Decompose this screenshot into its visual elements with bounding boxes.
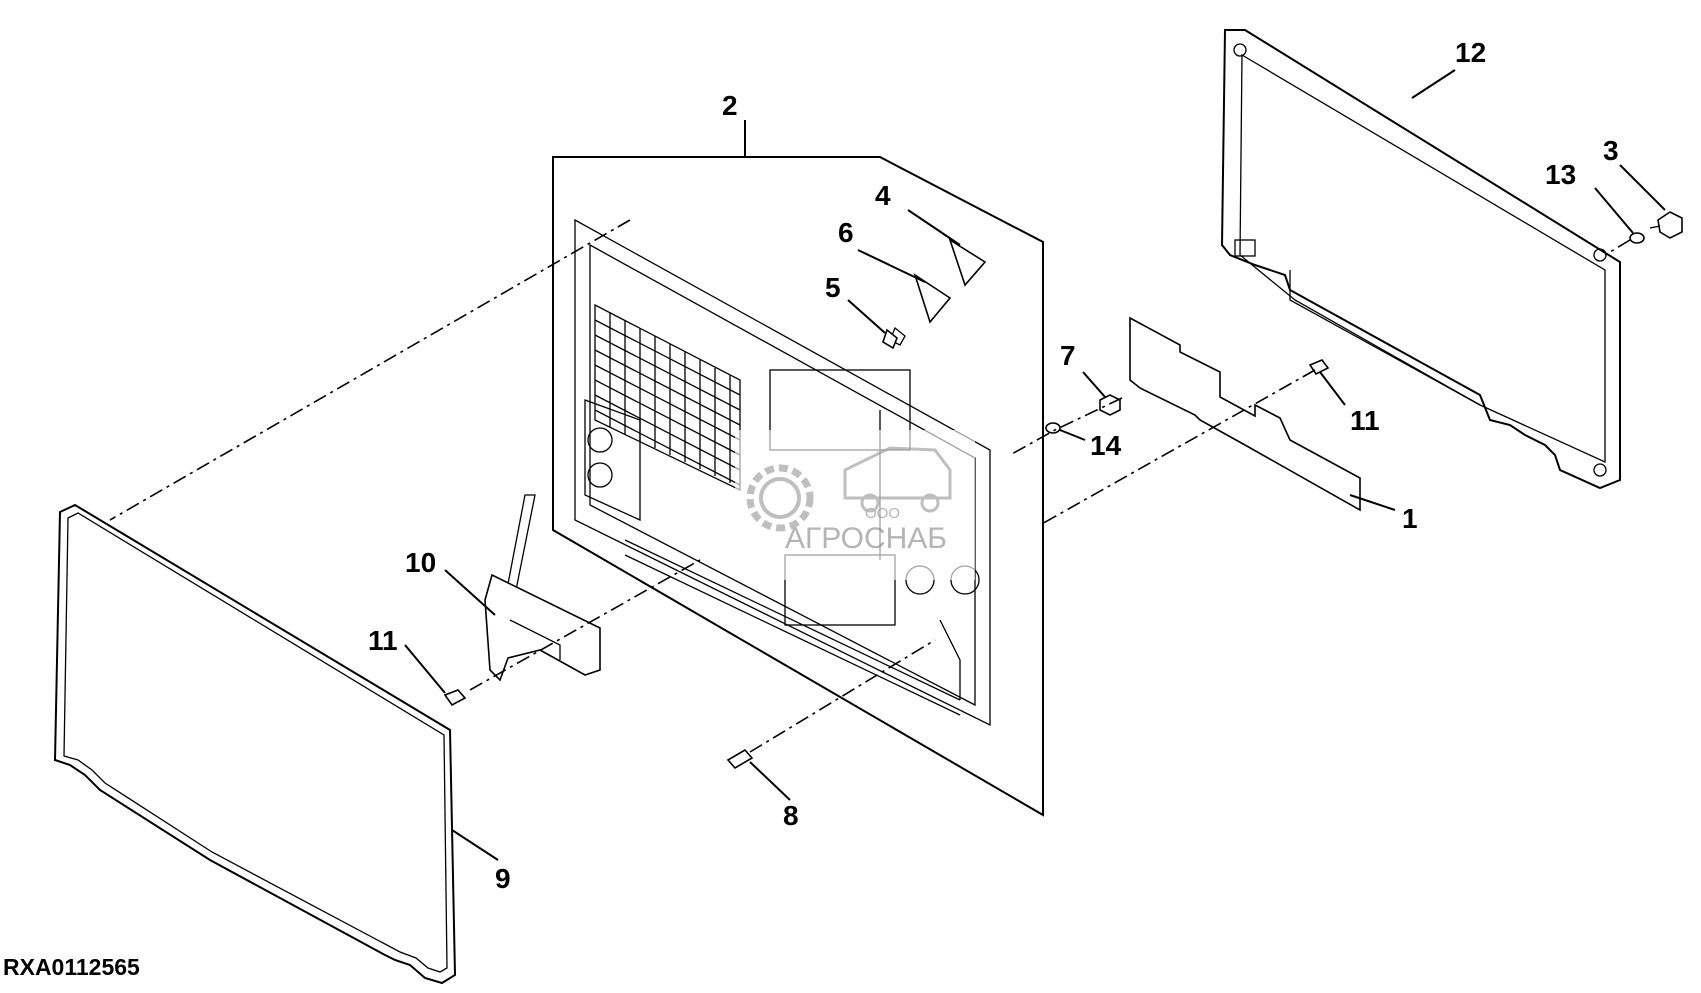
- panel-assembly-frame: [552, 156, 1044, 817]
- leader-lines: [404, 69, 1666, 861]
- washer-13: [1629, 232, 1645, 244]
- watermark-text: АГРОСНАБ: [785, 522, 947, 555]
- figure-id: RXA0112565: [3, 954, 140, 980]
- callout-13: 13: [1545, 159, 1576, 190]
- stud-8: [726, 748, 754, 770]
- callouts: 12 2 3 13 4 6 5 7 11 14 1 10 11 8 9: [368, 37, 1619, 894]
- callout-2: 2: [722, 90, 738, 121]
- seal-gasket-9: [53, 503, 457, 985]
- washer-14: [1045, 422, 1061, 434]
- watermark: ООО АГРОСНАБ: [735, 430, 975, 580]
- assembly-lines: [109, 219, 1631, 753]
- callout-4: 4: [875, 180, 891, 211]
- callout-11-right: 11: [1350, 405, 1380, 436]
- callout-6: 6: [838, 217, 854, 248]
- watermark-prefix: ООО: [865, 505, 900, 522]
- bolt-7: [1099, 394, 1121, 416]
- callout-14: 14: [1090, 430, 1122, 461]
- bolt-3: [1649, 211, 1683, 239]
- callout-7: 7: [1060, 340, 1076, 371]
- callout-8: 8: [783, 800, 799, 831]
- callout-1: 1: [1402, 503, 1418, 534]
- combine-harvester-icon: [843, 446, 952, 513]
- bracket-10: [484, 494, 601, 682]
- callout-11-left: 11: [368, 625, 398, 656]
- callout-3: 3: [1603, 135, 1619, 166]
- callout-5: 5: [825, 272, 841, 303]
- callout-10: 10: [405, 547, 436, 578]
- screw-11-left: [443, 689, 467, 707]
- glass-panel-12: [1220, 29, 1621, 490]
- clip-5: [882, 328, 898, 350]
- gear-icon: [746, 464, 814, 532]
- cover-plate-1: [1129, 316, 1361, 512]
- callout-12: 12: [1455, 37, 1486, 68]
- callout-9: 9: [495, 863, 511, 894]
- screen-grid: [594, 303, 741, 492]
